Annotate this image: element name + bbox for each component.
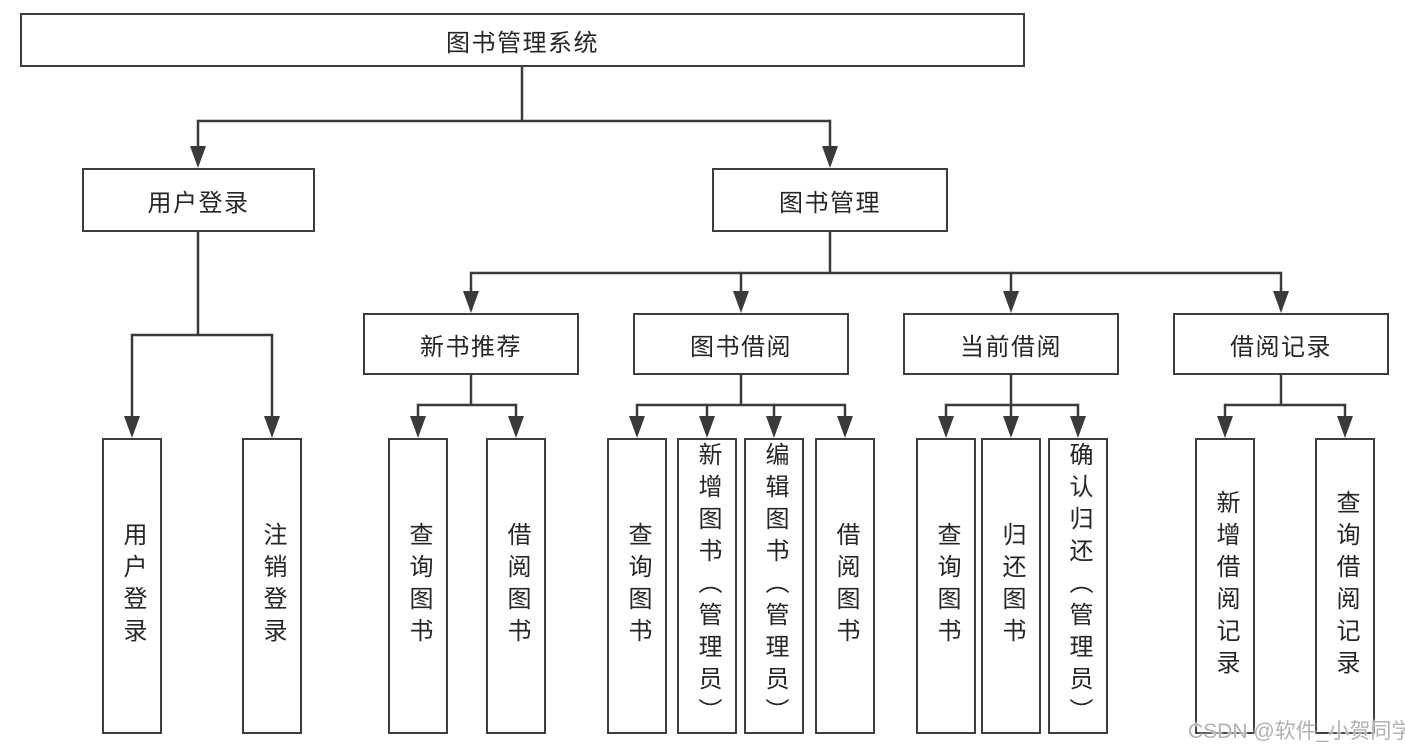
leaf-borrow-books: 借阅图书 <box>815 438 875 734</box>
node-label: 新书推荐 <box>420 333 522 361</box>
node-book-borrowing: 图书借阅 <box>633 313 849 375</box>
node-user-login: 用户登录 <box>82 168 315 232</box>
node-label: 查询图书 <box>624 522 651 650</box>
node-new-book-recommendation: 新书推荐 <box>363 313 579 375</box>
node-label: 查询借阅记录 <box>1332 490 1359 682</box>
node-label: 归还图书 <box>998 522 1025 650</box>
leaf-edit-book-admin: 编辑图书（管理员） <box>744 438 804 734</box>
leaf-logout: 注销登录 <box>242 438 302 734</box>
node-label: 新增图书（管理员） <box>694 442 721 730</box>
leaf-return-book: 归还图书 <box>981 438 1041 734</box>
node-label: 编辑图书（管理员） <box>761 442 788 730</box>
node-book-management: 图书管理 <box>712 168 948 232</box>
node-label: 借阅图书 <box>832 522 859 650</box>
node-label: 新增借阅记录 <box>1212 490 1239 682</box>
node-label: 图书管理系统 <box>446 29 599 57</box>
csdn-watermark: CSDN @软件_小贺同学 <box>1188 720 1405 743</box>
node-label: 图书借阅 <box>690 333 792 361</box>
node-label: 查询图书 <box>933 522 960 650</box>
leaf-query-borrow-record: 查询借阅记录 <box>1315 438 1375 734</box>
leaf-add-book-admin: 新增图书（管理员） <box>677 438 737 734</box>
node-current-borrowing: 当前借阅 <box>903 313 1119 375</box>
leaf-query-books-borrow: 查询图书 <box>607 438 667 734</box>
node-borrowing-records: 借阅记录 <box>1173 313 1389 375</box>
node-library-management-system: 图书管理系统 <box>20 13 1025 67</box>
node-label: 借阅记录 <box>1230 333 1332 361</box>
leaf-confirm-return-admin: 确认归还（管理员） <box>1048 438 1108 734</box>
node-label: 借阅图书 <box>503 522 530 650</box>
node-label: 用户登录 <box>147 189 250 217</box>
leaf-add-borrow-record: 新增借阅记录 <box>1195 438 1255 734</box>
leaf-user-login: 用户登录 <box>102 438 162 734</box>
node-label: 确认归还（管理员） <box>1065 442 1092 730</box>
node-label: 查询图书 <box>405 522 432 650</box>
leaf-query-books-current: 查询图书 <box>916 438 976 734</box>
leaf-query-books-recommend: 查询图书 <box>388 438 448 734</box>
node-label: 注销登录 <box>259 522 286 650</box>
node-label: 用户登录 <box>119 522 146 650</box>
node-label: 当前借阅 <box>960 333 1062 361</box>
node-label: 图书管理 <box>779 189 881 217</box>
leaf-borrow-books-recommend: 借阅图书 <box>486 438 546 734</box>
